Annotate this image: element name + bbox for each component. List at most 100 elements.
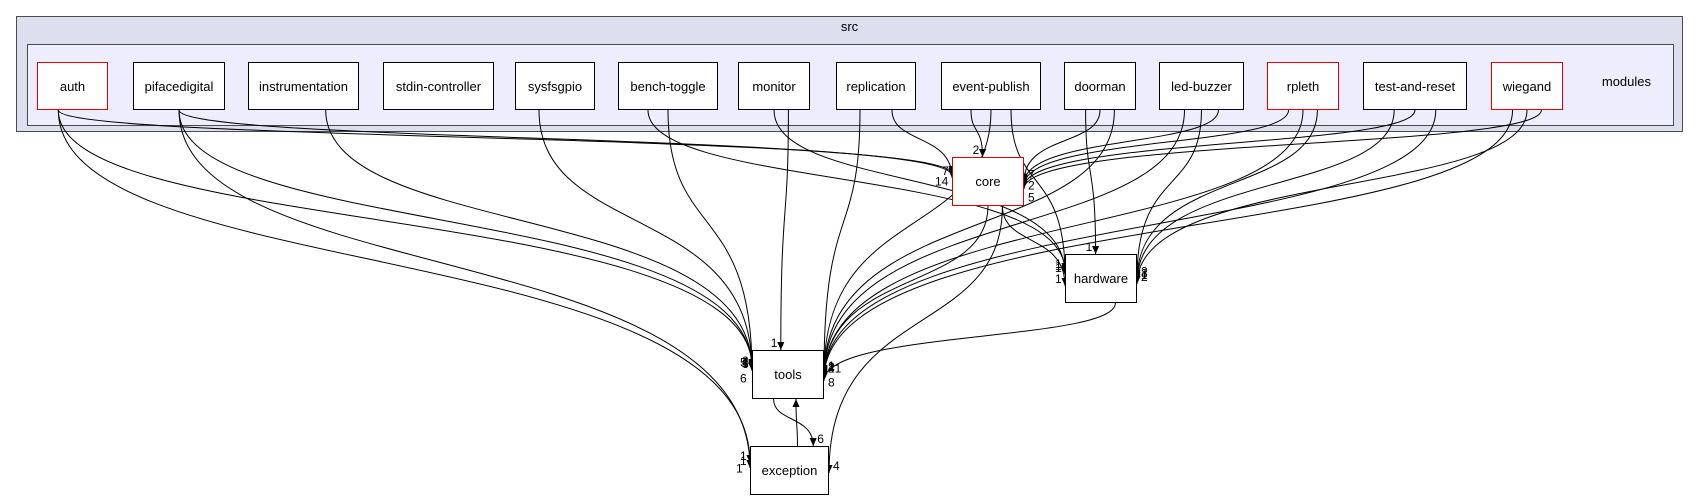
node-monitor[interactable]: monitor xyxy=(738,62,810,110)
edge-bench_toggle-to-tools xyxy=(667,109,756,372)
edge-pifacedigital-to-tools xyxy=(178,109,756,369)
edge-label-replication-to-tools: 1 xyxy=(828,359,835,373)
port-label-exception-in-left: 1 xyxy=(736,462,743,476)
node-stdin-controller[interactable]: stdin-controller xyxy=(383,62,494,110)
edge-label-tools-to-exception: 6 xyxy=(817,432,824,446)
node-instrumentation[interactable]: instrumentation xyxy=(248,62,359,110)
edge-label-doorman-to-hardware: 1 xyxy=(1086,240,1093,254)
edge-wiegand-to-core xyxy=(1020,109,1542,189)
edge-label-wiegand-to-hardware: 2 xyxy=(1141,270,1148,284)
node-replication-label: replication xyxy=(846,78,906,94)
port-label-core-in-right-a: 2 xyxy=(1028,179,1035,193)
node-test-and-reset-label: test-and-reset xyxy=(1374,78,1456,94)
edge-label-instrumentation-to-tools: 4 xyxy=(742,355,749,369)
edge-rpleth-to-core xyxy=(1020,109,1290,186)
node-core-label: core xyxy=(975,174,1001,189)
port-label-tools-in-left-b: 6 xyxy=(740,372,747,386)
edge-monitor-to-hardware xyxy=(773,109,1069,273)
node-exception[interactable]: exception xyxy=(750,446,829,495)
port-label-tools-in-right-b: 8 xyxy=(828,376,835,390)
edge-replication-to-core xyxy=(891,109,956,178)
node-instrumentation-label: instrumentation xyxy=(259,78,348,94)
port-label-core-in-right-b: 5 xyxy=(1028,191,1035,205)
edge-label-core-to-hardware: 1 xyxy=(1055,272,1062,286)
edge-led_buzzer-to-core xyxy=(1020,109,1219,184)
edge-led_buzzer-to-hardware xyxy=(1133,109,1202,279)
node-exception-label: exception xyxy=(761,463,818,478)
edge-doorman-to-tools xyxy=(820,109,1115,375)
edge-label-rpleth-to-hardware: 3 xyxy=(1141,266,1148,280)
node-doorman-label: doorman xyxy=(1074,78,1126,94)
edge-wiegand-to-tools xyxy=(820,109,1514,379)
node-replication[interactable]: replication xyxy=(836,62,916,110)
edge-event_publish-to-tools xyxy=(820,109,992,375)
edge-label-doorman-to-tools: 4 xyxy=(828,361,835,375)
node-hardware[interactable]: hardware xyxy=(1065,254,1137,303)
node-tools[interactable]: tools xyxy=(752,350,824,399)
node-event-publish-label: event-publish xyxy=(952,78,1030,94)
edge-replication-to-tools xyxy=(820,109,861,374)
edge-auth-to-exception xyxy=(57,109,754,464)
edge-label-sysfsgpio-to-tools: 1 xyxy=(742,356,749,370)
edge-label-event_publish-to-hardware: 1 xyxy=(1055,261,1062,275)
edge-doorman-to-hardware xyxy=(1085,109,1100,255)
edge-label-auth-to-exception: 1 xyxy=(740,449,747,463)
node-auth-label: auth xyxy=(59,78,86,94)
node-test-and-reset[interactable]: test-and-reset xyxy=(1363,62,1467,110)
edge-exception-to-tools xyxy=(792,398,800,447)
edge-label-bench_toggle-to-hardware: 1 xyxy=(1055,257,1062,271)
edge-tools-to-exception xyxy=(773,398,817,447)
node-rpleth[interactable]: rpleth xyxy=(1267,62,1339,110)
cluster-modules-label: modules xyxy=(1601,74,1651,89)
node-monitor-label: monitor xyxy=(752,78,796,94)
node-led-buzzer[interactable]: led-buzzer xyxy=(1159,62,1244,110)
node-bench-toggle[interactable]: bench-toggle xyxy=(618,62,718,110)
edge-rpleth-to-tools xyxy=(820,109,1304,377)
edge-event_publish-to-hardware xyxy=(1010,109,1069,275)
edge-instrumentation-to-tools xyxy=(325,109,756,370)
edge-bench_toggle-to-hardware xyxy=(647,109,1069,272)
edge-label-pifacedigital-to-tools: 2 xyxy=(742,354,749,368)
edge-pifacedigital-to-exception xyxy=(178,109,754,469)
node-wiegand[interactable]: wiegand xyxy=(1491,62,1563,110)
edge-hardware-to-tools xyxy=(820,302,1116,381)
node-pifacedigital-label: pifacedigital xyxy=(144,78,214,94)
edge-pifacedigital-to-core xyxy=(178,109,956,177)
port-label-core-in-left: 14 xyxy=(935,175,949,189)
node-core[interactable]: core xyxy=(952,157,1024,206)
edge-label-event_publish-to-core: 2 xyxy=(973,143,980,157)
edge-label-monitor-to-hardware: 1 xyxy=(1055,259,1062,273)
edge-core-to-tools xyxy=(820,205,989,380)
edge-label-replication-to-core: 7 xyxy=(942,164,949,178)
node-tools-label: tools xyxy=(774,367,802,382)
edge-label-core-to-exception: 4 xyxy=(833,459,840,473)
edge-event_publish-to-core xyxy=(970,109,987,158)
node-doorman[interactable]: doorman xyxy=(1064,62,1136,110)
edge-rpleth-to-hardware xyxy=(1133,109,1318,281)
edge-monitor-to-tools xyxy=(777,109,789,351)
node-wiegand-label: wiegand xyxy=(1502,78,1552,94)
edge-doorman-to-core xyxy=(1020,109,1101,182)
node-led-buzzer-label: led-buzzer xyxy=(1171,78,1232,94)
edge-label-event_publish-to-tools: 2 xyxy=(828,360,835,374)
edge-sysfsgpio-to-tools xyxy=(538,109,756,371)
port-label-tools-in-right-a: 21 xyxy=(828,362,842,376)
node-sysfsgpio-label: sysfsgpio xyxy=(527,78,583,94)
node-pifacedigital[interactable]: pifacedigital xyxy=(133,62,225,110)
edge-test_and_reset-to-core xyxy=(1020,109,1416,188)
edge-label-monitor-to-tools: 1 xyxy=(771,336,778,350)
edge-wiegand-to-hardware xyxy=(1133,109,1528,285)
node-auth[interactable]: auth xyxy=(37,62,108,110)
edge-label-led_buzzer-to-hardware: 2 xyxy=(1141,265,1148,279)
node-sysfsgpio[interactable]: sysfsgpio xyxy=(515,62,595,110)
edge-label-doorman-to-core: 7 xyxy=(1028,168,1035,182)
node-hardware-label: hardware xyxy=(1073,271,1129,286)
edge-test_and_reset-to-tools xyxy=(820,109,1437,378)
node-rpleth-label: rpleth xyxy=(1286,78,1320,94)
cluster-src-label: src xyxy=(840,19,859,34)
port-label-tools-in-left-a: 5 xyxy=(740,356,747,370)
node-event-publish[interactable]: event-publish xyxy=(941,62,1041,110)
edge-label-bench_toggle-to-tools: 3 xyxy=(742,357,749,371)
edge-core-to-exception xyxy=(825,205,1003,473)
